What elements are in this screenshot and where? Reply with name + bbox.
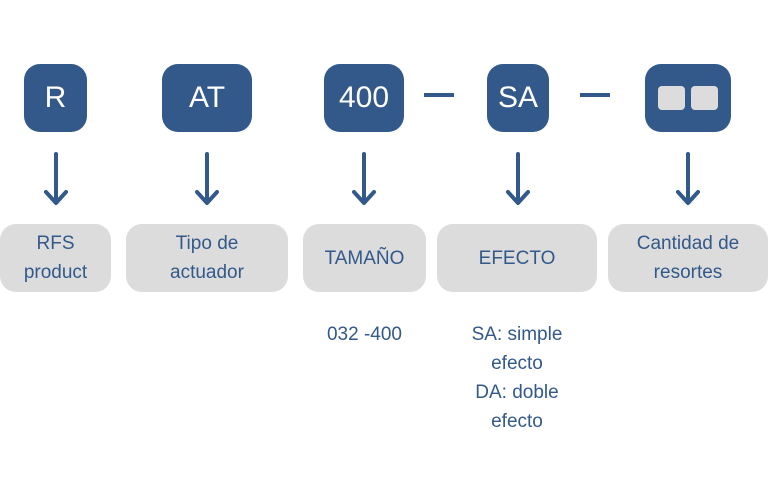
- label-size-text: TAMAÑO: [324, 247, 405, 269]
- code-effect-text: SA: [497, 81, 539, 114]
- label-product-text: RFS product: [23, 233, 88, 283]
- label-springs: Cantidad de resortes: [608, 224, 768, 292]
- label-product: RFS product: [0, 224, 111, 292]
- label-effect: EFECTO: [437, 224, 597, 292]
- spring-slot-icon: [691, 86, 718, 110]
- code-box-springs: [645, 64, 731, 132]
- label-actuator-type-text: Tipo de actuador: [170, 233, 244, 283]
- code-box-r: R: [24, 64, 87, 132]
- separator-dash-2: [580, 93, 610, 97]
- label-size: TAMAÑO: [303, 224, 426, 292]
- arrow-down-icon: [44, 152, 68, 205]
- arrow-down-icon: [676, 152, 700, 205]
- spring-slot-icon: [658, 86, 685, 110]
- arrow-down-icon: [352, 152, 376, 205]
- label-effect-text: EFECTO: [478, 247, 556, 269]
- code-box-at: AT: [162, 64, 252, 132]
- separator-dash-1: [424, 93, 454, 97]
- code-box-size: 400: [324, 64, 404, 132]
- note-size-range: 032 -400: [326, 324, 402, 345]
- arrow-down-icon: [195, 152, 219, 205]
- label-actuator-type: Tipo de actuador: [126, 224, 288, 292]
- code-r-text: R: [44, 81, 67, 114]
- note-effect-options: SA: simple efecto DA: doble efecto: [471, 324, 563, 432]
- code-at-text: AT: [188, 81, 226, 114]
- code-size-text: 400: [338, 81, 390, 114]
- label-springs-text: Cantidad de resortes: [636, 233, 740, 283]
- arrow-down-icon: [506, 152, 530, 205]
- code-box-effect: SA: [487, 64, 549, 132]
